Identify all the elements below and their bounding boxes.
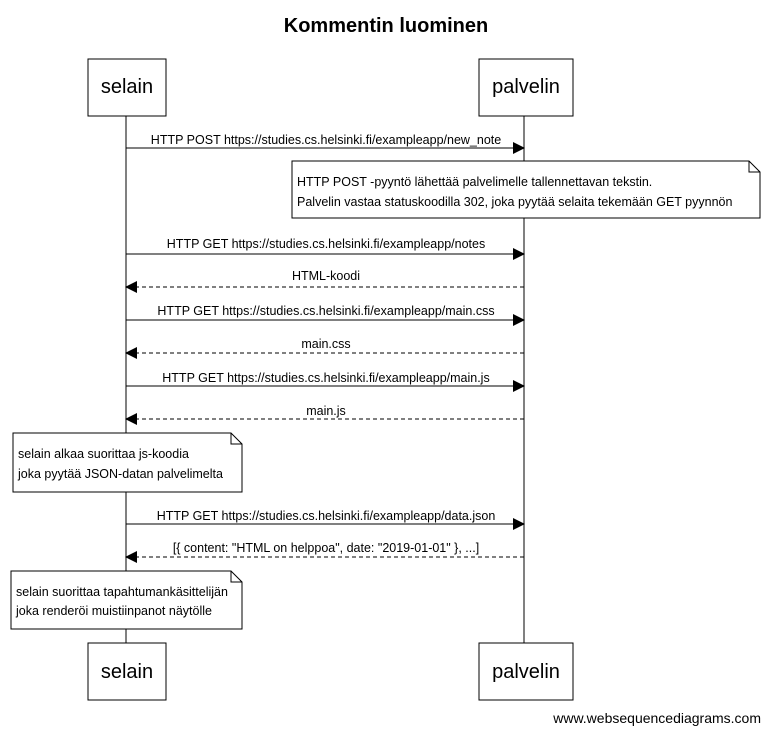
note-line: joka pyytää JSON-datan palvelimelta bbox=[17, 467, 223, 481]
message-arrow: HTTP GET https://studies.cs.helsinki.fi/… bbox=[126, 509, 525, 530]
footer-link[interactable]: www.websequencediagrams.com bbox=[552, 710, 761, 726]
actor-label-browser: selain bbox=[101, 661, 153, 683]
note-line: selain alkaa suorittaa js-koodia bbox=[18, 447, 189, 461]
actor-box-server-bottom: palvelin bbox=[478, 642, 574, 701]
message-arrow: HTML-koodi bbox=[125, 269, 524, 293]
message-label: HTML-koodi bbox=[292, 269, 360, 283]
note-line: Palvelin vastaa statuskoodilla 302, joka… bbox=[297, 195, 732, 209]
message-arrow: HTTP GET https://studies.cs.helsinki.fi/… bbox=[126, 371, 525, 392]
message-label: HTTP GET https://studies.cs.helsinki.fi/… bbox=[167, 237, 485, 251]
message-label: HTTP GET https://studies.cs.helsinki.fi/… bbox=[157, 509, 496, 523]
actor-label-browser: selain bbox=[101, 76, 153, 98]
message-label: HTTP POST https://studies.cs.helsinki.fi… bbox=[151, 133, 501, 147]
message-arrow: [{ content: "HTML on helppoa", date: "20… bbox=[125, 541, 524, 563]
note-line: selain suorittaa tapahtumankäsittelijän bbox=[16, 585, 228, 599]
message-arrow: HTTP GET https://studies.cs.helsinki.fi/… bbox=[126, 304, 525, 326]
message-label: main.css bbox=[301, 337, 350, 351]
note-line: HTTP POST -pyyntö lähettää palvelimelle … bbox=[297, 175, 652, 189]
message-label: [{ content: "HTML on helppoa", date: "20… bbox=[173, 541, 479, 555]
note-server-response: HTTP POST -pyyntö lähettää palvelimelle … bbox=[291, 160, 761, 219]
message-label: HTTP GET https://studies.cs.helsinki.fi/… bbox=[157, 304, 494, 318]
actor-label-server: palvelin bbox=[492, 76, 560, 98]
message-label: main.js bbox=[306, 404, 346, 418]
actor-box-server-top: palvelin bbox=[478, 58, 574, 117]
diagram-title: Kommentin luominen bbox=[284, 15, 488, 37]
message-arrow: main.css bbox=[125, 337, 524, 359]
message-label: HTTP GET https://studies.cs.helsinki.fi/… bbox=[162, 371, 489, 385]
message-arrow: HTTP POST https://studies.cs.helsinki.fi… bbox=[126, 133, 525, 154]
actor-box-browser-top: selain bbox=[87, 58, 167, 117]
actor-box-browser-bottom: selain bbox=[87, 642, 167, 701]
message-arrow: main.js bbox=[125, 404, 524, 425]
note-browser-render: selain suorittaa tapahtumankäsittelijän … bbox=[10, 570, 243, 630]
note-line: joka renderöi muistiinpanot näytölle bbox=[15, 604, 212, 618]
message-arrow: HTTP GET https://studies.cs.helsinki.fi/… bbox=[126, 237, 525, 260]
actor-label-server: palvelin bbox=[492, 661, 560, 683]
note-browser-js: selain alkaa suorittaa js-koodia joka py… bbox=[12, 432, 243, 493]
